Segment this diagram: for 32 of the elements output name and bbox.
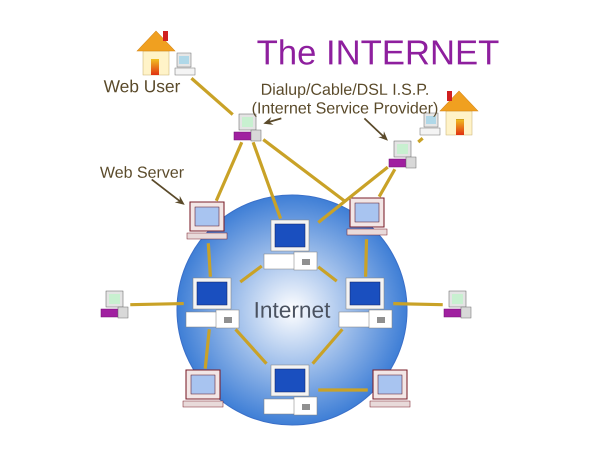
cable-line (204, 329, 211, 369)
computer-icon (182, 369, 224, 408)
computer-icon (100, 290, 128, 318)
computer-icon (264, 220, 318, 270)
label-text: Dialup/Cable/DSL I.S.P. (Internet Service Provider) (252, 83, 438, 117)
computer-icon (186, 278, 240, 328)
computer-icon (388, 140, 416, 168)
cable-line (190, 77, 234, 116)
computer-icon (338, 278, 392, 328)
cable-line (130, 302, 184, 306)
cable-line (417, 137, 424, 144)
computer-icon (370, 369, 410, 408)
cable-line (364, 239, 368, 277)
cable-line (239, 264, 263, 284)
computer-icon (186, 201, 228, 240)
title: The INTERNET (257, 39, 499, 65)
cable-line (234, 328, 268, 365)
cable-line (378, 168, 396, 198)
cable-line (317, 266, 338, 282)
label-text: Web Server (100, 166, 184, 178)
computer-icon (264, 364, 318, 416)
cable-line (206, 243, 212, 277)
cable-line (262, 138, 346, 202)
cable-line (252, 142, 282, 220)
computer-icon (444, 290, 472, 318)
caption-text: Web User (104, 80, 180, 92)
computer-icon (346, 197, 388, 236)
cable-line (214, 142, 244, 202)
cable-line (318, 388, 368, 392)
cable-line (393, 302, 443, 306)
cable-line (317, 166, 389, 224)
cable-line (311, 328, 344, 365)
